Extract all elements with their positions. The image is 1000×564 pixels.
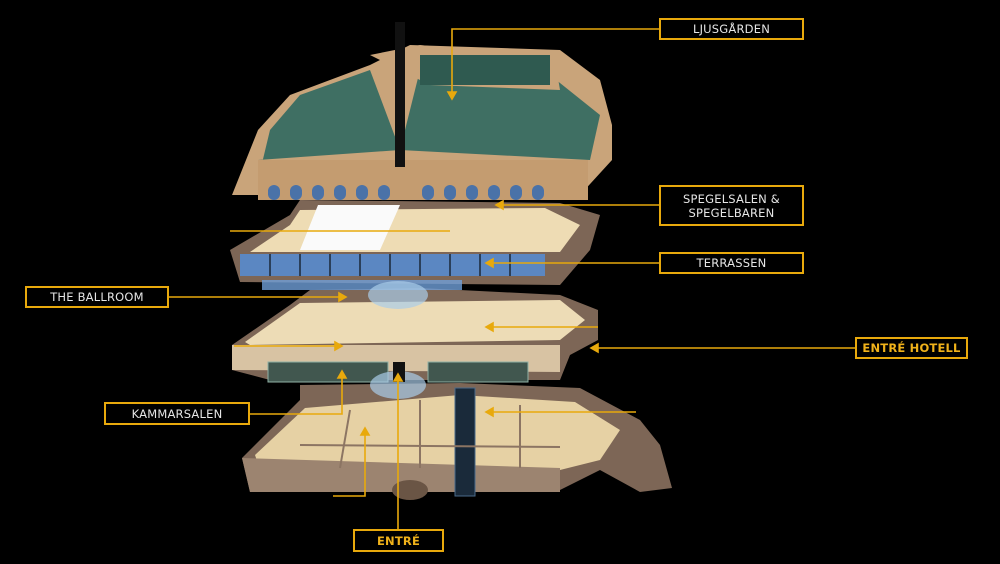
floor-level-middle bbox=[232, 288, 598, 399]
label-entre-hotell: ENTRÉ HOTELL bbox=[855, 337, 968, 359]
label-text: ENTRÉ HOTELL bbox=[862, 341, 961, 355]
label-text: SPEGELBAREN bbox=[688, 205, 775, 220]
label-terrassen: TERRASSEN bbox=[659, 252, 804, 274]
label-kammarsalen: KAMMARSALEN bbox=[104, 402, 250, 425]
floor-level-ground bbox=[242, 383, 672, 500]
label-entre: ENTRÉ bbox=[353, 529, 444, 552]
roof-level bbox=[232, 22, 612, 200]
leader-lines bbox=[168, 28, 855, 529]
label-text: SPEGELSALEN & bbox=[683, 191, 780, 206]
label-ballroom: THE BALLROOM bbox=[25, 286, 169, 308]
label-text: LJUSGÅRDEN bbox=[692, 22, 770, 36]
label-ljusgarden: LJUSGÅRDEN bbox=[659, 18, 804, 40]
label-text: KAMMARSALEN bbox=[131, 406, 223, 421]
label-text: TERRASSEN bbox=[696, 256, 767, 270]
floor-level-upper bbox=[230, 200, 600, 309]
label-text: ENTRÉ bbox=[376, 533, 421, 548]
label-spegelsalen: SPEGELSALEN &SPEGELBAREN bbox=[659, 185, 804, 226]
label-text: THE BALLROOM bbox=[50, 290, 144, 304]
